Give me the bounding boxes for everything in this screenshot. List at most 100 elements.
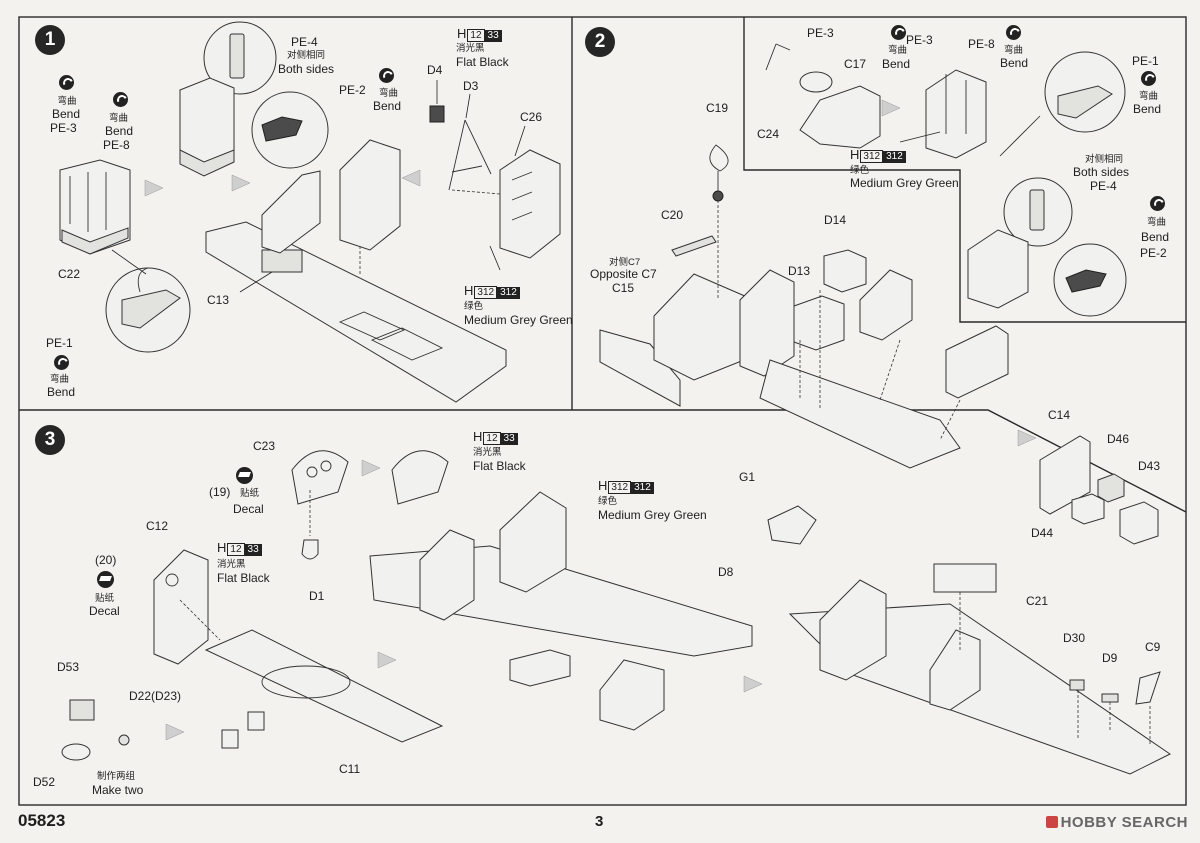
decal-icon: [236, 467, 253, 484]
floor-step2: [759, 359, 961, 469]
bend-zh-label: 弯曲: [379, 88, 399, 99]
leader-c24-paint: [899, 131, 941, 143]
arrow-step3-a: [361, 459, 381, 477]
part-d8: [767, 505, 817, 545]
floor-c11: [204, 629, 444, 743]
part-d30: [1069, 679, 1085, 691]
part-d22: [118, 734, 130, 746]
step-2-badge: 2: [585, 27, 615, 57]
watermark-logo: HOBBY SEARCH: [1045, 814, 1188, 831]
seat-pe-step2: [967, 229, 1029, 309]
flat-black-zh-label: 消光黑: [473, 447, 502, 458]
stand-d3: [448, 119, 492, 191]
step3-drawing: [61, 429, 1171, 775]
make-two-zh-label: 制作两组: [97, 771, 136, 782]
seat-right: [929, 629, 981, 711]
box-mid: [509, 649, 571, 687]
decal-number-19: (19): [209, 485, 231, 499]
bend-label: Bend: [52, 107, 81, 121]
pe1-part-step2: [1057, 85, 1113, 119]
seat-c22-base: [61, 227, 129, 255]
leader-d3: [465, 93, 471, 119]
grey-green-zh-label: 绿色: [850, 165, 870, 176]
grey-green-label: Medium Grey Green: [464, 313, 573, 327]
decal-label: Decal: [233, 502, 264, 516]
flat-black-zh-label: 消光黑: [456, 43, 485, 54]
part-label-pe1: PE-1: [1132, 54, 1159, 68]
seat-top-base: [179, 149, 235, 177]
bend-icon: [379, 68, 394, 83]
leader-c13: [239, 271, 273, 293]
box-d44: [1071, 493, 1105, 525]
decal-zh-label: 贴纸: [95, 593, 115, 604]
detail-box-step2: [743, 17, 1186, 323]
bend-label: Bend: [1141, 230, 1170, 244]
decal-icon: [97, 571, 114, 588]
bend-icon: [1141, 71, 1156, 86]
block-d14: [823, 249, 867, 293]
part-label-pe3: PE-3: [906, 33, 933, 47]
part-d1: [301, 539, 319, 560]
bend-label: Bend: [1000, 56, 1029, 70]
bulkhead-mid: [499, 491, 567, 593]
flat-black-label: Flat Black: [456, 55, 509, 69]
bend-icon: [59, 75, 74, 90]
part-label-pe3: PE-3: [50, 121, 77, 135]
part-label-pe2: PE-2: [339, 83, 366, 97]
bulkhead-c12: [153, 549, 209, 665]
both-sides-label: Both sides: [278, 62, 335, 76]
bulkhead-right: [819, 579, 887, 681]
part-label-pe4: PE-4: [291, 35, 318, 49]
part-d53: [69, 699, 95, 721]
panel-c15: [599, 329, 681, 407]
gauge-a: [306, 466, 318, 478]
floor-hatch: [338, 311, 406, 341]
part-label-d1: D1: [309, 589, 325, 603]
logo-mark-icon: [1045, 816, 1058, 828]
pedal-left: [221, 729, 239, 749]
part-label-c23: C23: [253, 439, 276, 453]
floor-c11-cutout: [261, 665, 351, 699]
part-label-d13: D13: [788, 264, 811, 278]
arrow-step3-e: [1017, 429, 1037, 447]
part-label-c14: C14: [1048, 408, 1071, 422]
part-label-pe8: PE-8: [968, 37, 995, 51]
part-label-d52: D52: [33, 775, 56, 789]
part-label-d9: D9: [1102, 651, 1118, 665]
seat-c22-harness: [69, 172, 107, 232]
frame-step2: [653, 273, 755, 381]
gauge-c12: [165, 573, 179, 587]
floor-c13: [205, 221, 507, 403]
seat-mid: [599, 659, 665, 731]
arrow-step1-c: [401, 169, 421, 187]
part-d9: [1101, 693, 1119, 703]
panel-c23: [291, 450, 349, 505]
make-two-label: Make two: [92, 783, 144, 797]
part-c20: [671, 235, 717, 257]
part-label-c21: C21: [1026, 594, 1049, 608]
pe2-part-step2: [1065, 269, 1107, 293]
seat-step2: [859, 269, 913, 341]
part-label-pe8: PE-8: [103, 138, 130, 152]
part-label-c26: C26: [520, 110, 543, 124]
part-label-d44: D44: [1031, 526, 1054, 540]
page-number: 3: [595, 813, 604, 830]
bulkhead-step2: [739, 269, 795, 377]
part-label-c19: C19: [706, 101, 729, 115]
seat-c22: [59, 159, 131, 255]
part-label-d30: D30: [1063, 631, 1086, 645]
opposite-label: Opposite C7: [590, 267, 657, 281]
part-label-pe4: PE-4: [1090, 179, 1117, 193]
outer-frame: [18, 16, 1187, 806]
decal-number-20: (20): [95, 553, 117, 567]
part-label-c22: C22: [58, 267, 81, 281]
step2-drawing: [599, 43, 1127, 469]
part-label-d22: D22(D23): [129, 689, 182, 703]
guide-lines-step1: [359, 189, 501, 276]
box-c21: [933, 563, 997, 593]
arrow-step3-d: [743, 675, 763, 693]
